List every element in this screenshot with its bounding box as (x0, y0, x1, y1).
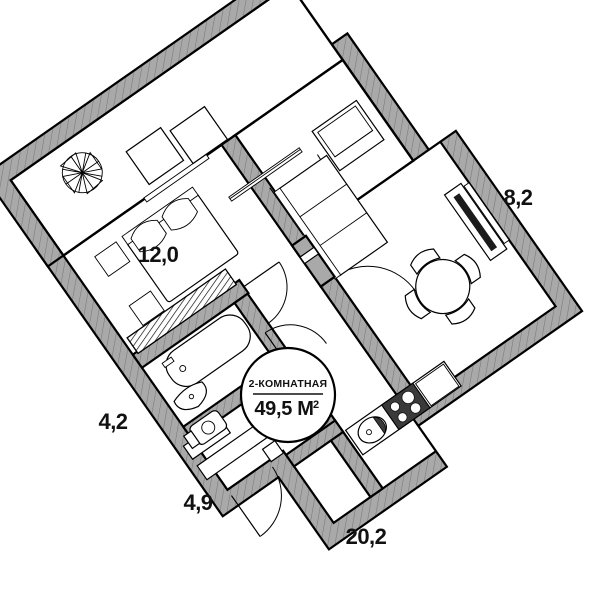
bathtub-drain (179, 365, 187, 372)
dining-chair-right (454, 253, 481, 285)
terrace-furniture (59, 105, 229, 195)
living-furniture (273, 154, 481, 325)
dining-chair-top (409, 248, 441, 276)
radiator-right-wall (443, 182, 508, 262)
badge-circle (239, 346, 337, 444)
nightstand-left (94, 241, 131, 278)
bathtub (165, 314, 251, 387)
kitchen-cabinet (414, 363, 460, 407)
room-area-balcony: 8,2 (503, 185, 532, 210)
threshold-marker (299, 246, 320, 265)
badge-area-superscript: 2 (313, 399, 319, 411)
toilet (182, 410, 228, 450)
sofa (273, 154, 389, 280)
balcony-furniture (311, 99, 385, 172)
pillow-left (130, 219, 167, 253)
room-area-living-kitchen: 20,2 (346, 524, 387, 549)
dining-chair-bottom (444, 297, 476, 325)
room-area-bathroom: 4,2 (98, 409, 127, 434)
sink (173, 381, 207, 411)
wardrobe (126, 268, 238, 355)
terrace-chair-1 (125, 126, 185, 186)
potted-plant-icon (59, 151, 104, 195)
apartment-type-badge: 2-КОМНАТНАЯ 49,5 М 2 (239, 346, 337, 444)
stove (380, 382, 431, 431)
dining-chair-left (404, 288, 432, 320)
dining-table (415, 258, 471, 315)
kitchen-sink (357, 416, 387, 444)
window-group (143, 147, 510, 245)
kitchen-fixtures (344, 360, 462, 456)
room-area-bedroom: 12,0 (138, 242, 179, 267)
badge-rooms-label: 2-КОМНАТНАЯ (249, 378, 328, 390)
balcony-step (290, 234, 337, 289)
dining-set (404, 248, 481, 325)
nightstand-right (128, 290, 165, 327)
window-bedroom-top (143, 153, 210, 203)
window-right-wall (463, 182, 510, 245)
plan-geometry (0, 0, 584, 551)
wall-niche-3 (261, 439, 285, 463)
room-area-hallway: 4,9 (183, 490, 212, 515)
bathroom-fixtures (161, 314, 251, 450)
terrace-outer-wall (0, 0, 308, 268)
bedroom-furniture (94, 186, 239, 355)
badge-area-value: 49,5 М (254, 398, 313, 420)
bathtub-faucet (161, 356, 175, 369)
pillow-right (161, 198, 198, 231)
partition-hall-bottom (284, 418, 345, 468)
terrace-chair-2 (169, 105, 229, 165)
